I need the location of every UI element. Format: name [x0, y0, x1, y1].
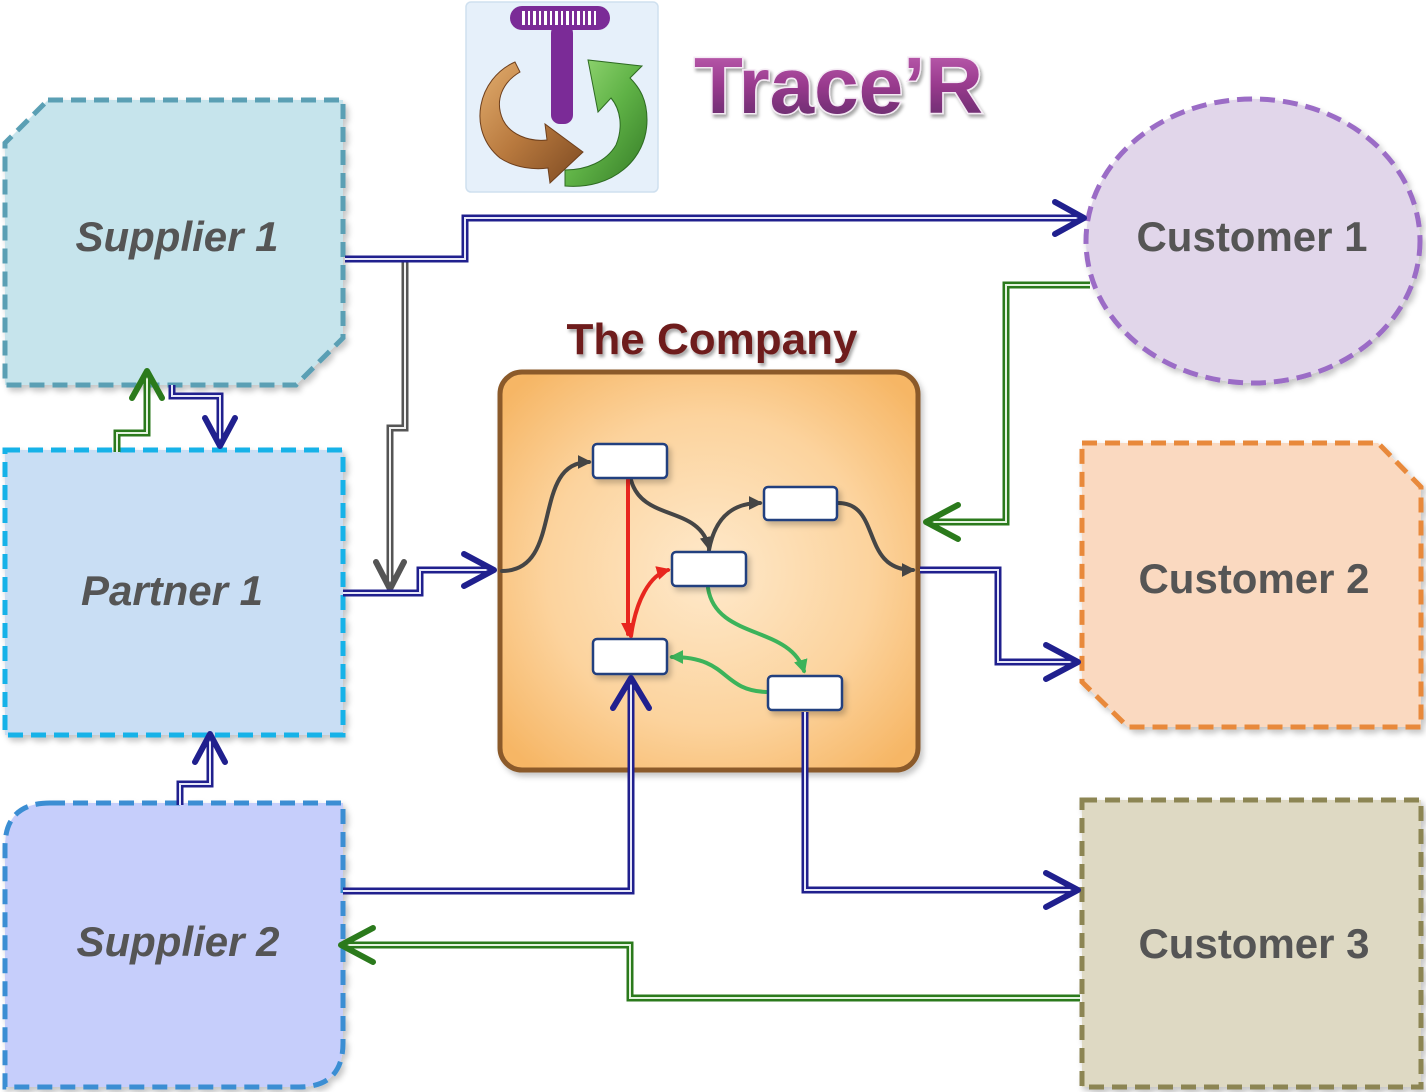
process-step-1 — [591, 442, 669, 480]
arrowhead — [192, 731, 228, 765]
customer-2-label: Customer 2 — [1138, 555, 1369, 602]
supplier-1-label: Supplier 1 — [75, 213, 278, 260]
brand-title: Trace’R — [694, 41, 983, 130]
company-internal-flows — [500, 455, 916, 694]
connector-supplier-1-to-partner-1 — [168, 385, 238, 449]
partner-1-box — [2, 447, 346, 738]
trace-cycle-logo-icon — [479, 6, 648, 187]
brand-logo — [465, 1, 659, 193]
internal-return-step3-to-step5 — [706, 586, 808, 674]
connector-company-to-customer-3 — [801, 712, 1081, 910]
arrowhead — [461, 551, 497, 589]
internal-flow-step1-to-step3 — [629, 478, 714, 551]
customer-3-box — [1079, 797, 1424, 1090]
connector-supplier-2-to-company — [343, 675, 652, 895]
arrowhead — [1043, 870, 1081, 910]
arrowhead — [1052, 199, 1087, 237]
connector-partner-1-to-company — [343, 551, 497, 597]
partner-1-label: Partner 1 — [81, 567, 263, 614]
arrowhead — [373, 559, 407, 592]
arrowhead — [129, 368, 165, 401]
connector-supplier-1-to-customer-1 — [345, 199, 1087, 263]
internal-flow-step3-to-step2 — [707, 496, 763, 552]
process-step-2 — [762, 485, 839, 522]
arrowhead — [610, 675, 652, 711]
supplier-2-label: Supplier 2 — [76, 918, 279, 965]
connector-supplier-2-to-partner-1 — [176, 731, 228, 805]
supplier-1-box — [2, 97, 346, 388]
connector-supplier-1-to-company — [373, 261, 409, 592]
customer-1-label: Customer 1 — [1136, 213, 1367, 260]
connector-customer-1-to-company — [923, 281, 1090, 542]
process-step-5 — [766, 674, 844, 712]
company-title: The Company — [567, 315, 858, 364]
arrowhead — [1043, 642, 1081, 682]
internal-flow-entry — [500, 455, 592, 573]
supplier-2-box — [2, 800, 346, 1090]
barcode-icon — [522, 11, 596, 25]
internal-return-step5-to-step4 — [669, 650, 768, 694]
process-step-3 — [670, 550, 748, 588]
connector-partner-1-to-supplier-1 — [113, 368, 165, 452]
arrowhead — [202, 415, 238, 449]
logo-letter-t-stem — [551, 24, 573, 124]
internal-flow-exit — [836, 501, 916, 577]
green-cycle-arrow — [564, 59, 648, 187]
customer-1-ellipse — [1083, 96, 1423, 386]
customer-2-box — [1079, 440, 1424, 730]
customer-3-label: Customer 3 — [1138, 920, 1369, 967]
process-step-4 — [591, 637, 669, 676]
company-process-steps — [591, 442, 844, 712]
arrowhead — [923, 502, 961, 542]
connector-customer-3-to-supplier-2 — [338, 925, 1080, 1002]
brown-cycle-arrow — [479, 61, 584, 185]
connector-company-to-customer-2 — [920, 566, 1081, 682]
arrowhead — [338, 925, 376, 965]
internal-rework-step4-to-step3 — [629, 566, 671, 638]
